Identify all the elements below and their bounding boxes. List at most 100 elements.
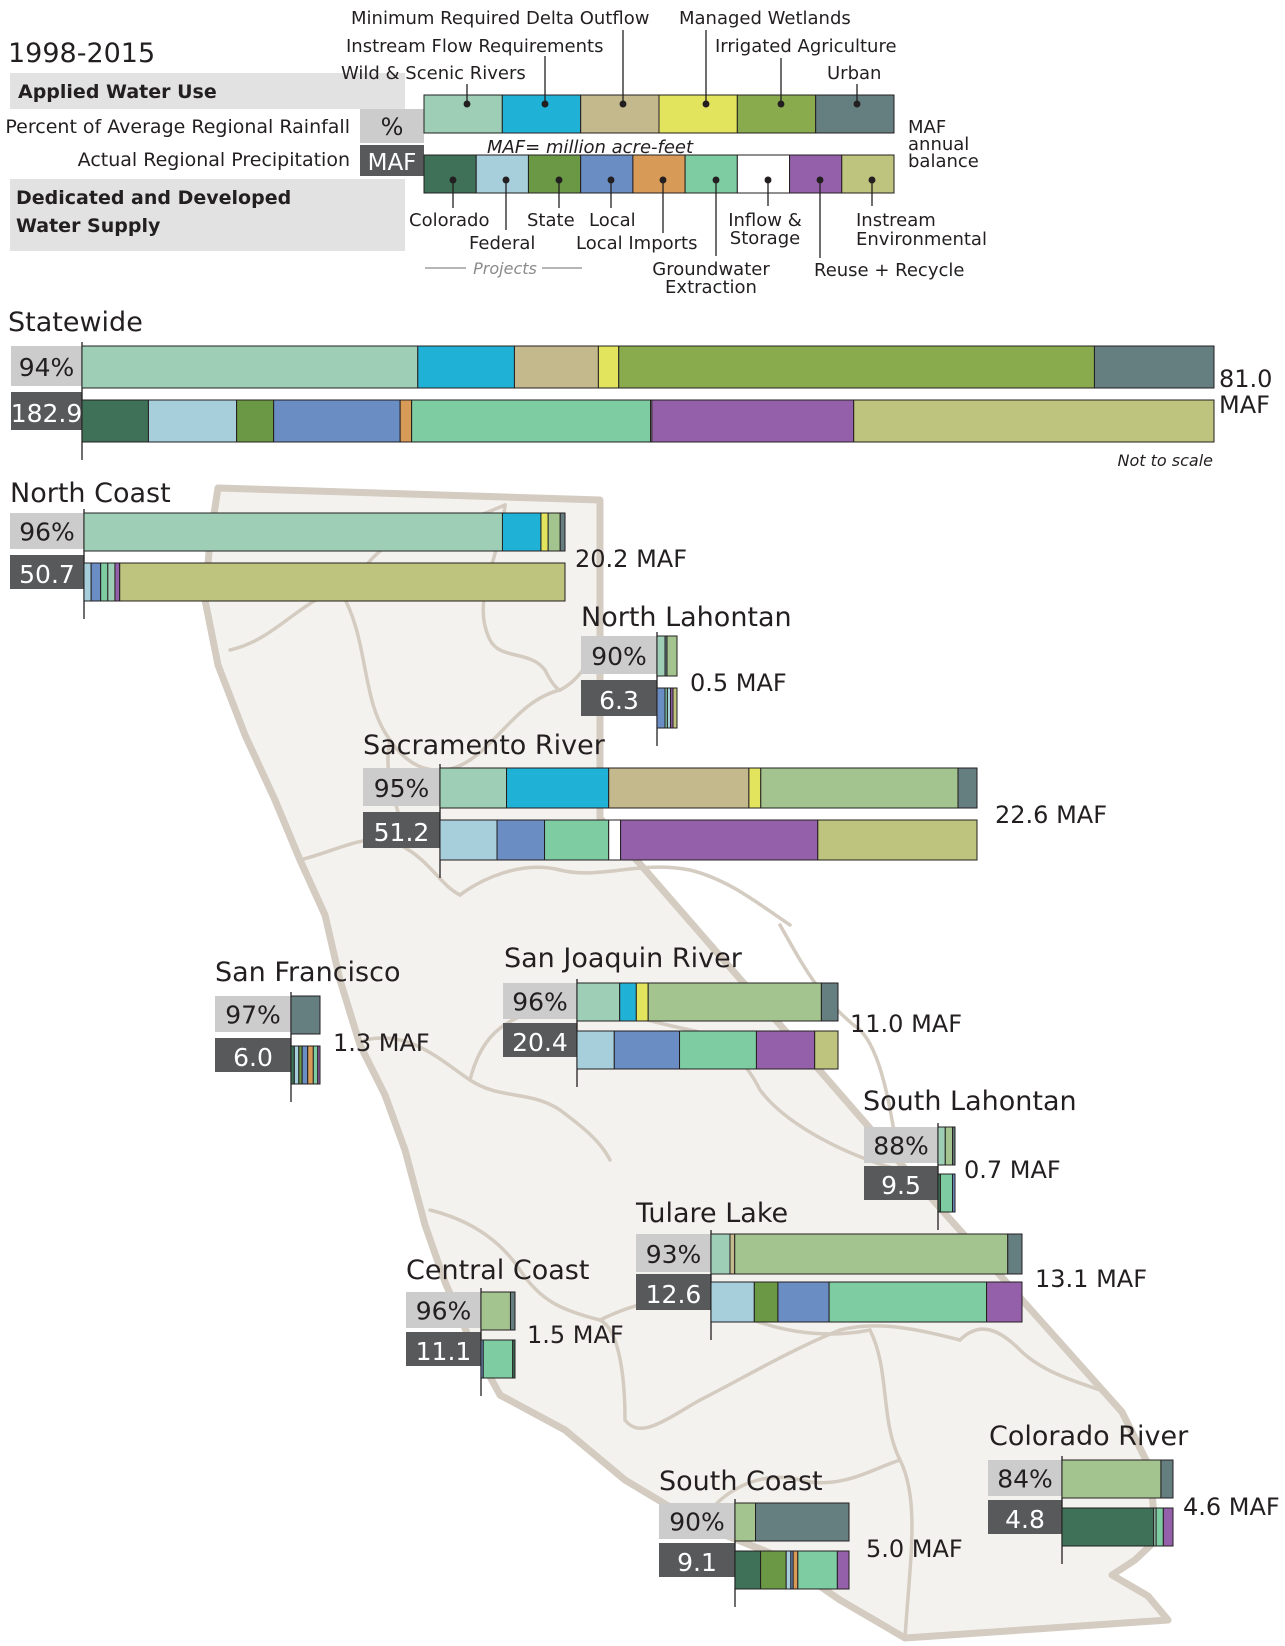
supply-segment bbox=[797, 1550, 838, 1590]
rainfall-pct-value: 96% bbox=[416, 1296, 472, 1325]
rainfall-pct-value: 88% bbox=[873, 1131, 929, 1160]
supply-segment bbox=[672, 687, 678, 729]
legend-label-instream-1: Instream bbox=[856, 210, 936, 231]
region-boundary-9 bbox=[428, 1208, 962, 1431]
use-segment bbox=[608, 767, 750, 809]
supply-segment bbox=[576, 1030, 615, 1070]
supply-label-line1: Dedicated and Developed bbox=[16, 187, 291, 209]
use-segment bbox=[748, 767, 762, 809]
rainfall-pct-value: 95% bbox=[374, 774, 430, 803]
rainfall-pct-box bbox=[988, 1460, 1062, 1496]
supply-segment bbox=[1061, 1507, 1155, 1547]
legend-supply-swatch-colorado bbox=[423, 154, 477, 194]
legend-use-swatch-instream-flow-requirements bbox=[501, 94, 582, 134]
region-boundary-2 bbox=[338, 588, 602, 773]
precip-row-label: Actual Regional Precipitation bbox=[78, 149, 350, 171]
balance-value: 0.5 MAF bbox=[690, 669, 787, 697]
use-segment bbox=[576, 982, 621, 1022]
precip-maf-box bbox=[215, 1038, 291, 1072]
supply-segment bbox=[298, 1045, 303, 1085]
supply-segment bbox=[613, 1030, 681, 1070]
use-segment bbox=[710, 1233, 731, 1275]
legend-label-irrigated-ag: Irrigated Agriculture bbox=[715, 36, 897, 57]
rainfall-pct-value: 97% bbox=[225, 1000, 281, 1029]
supply-segment bbox=[608, 819, 622, 861]
legend-supply-swatch-local bbox=[580, 154, 634, 194]
precip-maf-box bbox=[581, 680, 657, 716]
precip-maf-box bbox=[503, 1023, 577, 1057]
rainfall-pct-box bbox=[581, 636, 657, 674]
supply-segment bbox=[411, 399, 652, 443]
legend-label-managed-wetlands: Managed Wetlands bbox=[679, 8, 851, 29]
balance-value: 4.6 MAF bbox=[1183, 1493, 1280, 1521]
precip-maf-box bbox=[864, 1166, 938, 1200]
legend-use-swatch-urban bbox=[815, 94, 895, 134]
balance-unit: MAF bbox=[1219, 391, 1270, 419]
precip-maf-box bbox=[406, 1332, 481, 1366]
supply-segment bbox=[236, 399, 275, 443]
use-segment bbox=[760, 767, 959, 809]
rainfall-pct-box bbox=[215, 996, 291, 1032]
use-segment bbox=[501, 512, 542, 552]
legend-label-instream-2: Environmental bbox=[856, 229, 987, 250]
supply-segment bbox=[753, 1281, 779, 1323]
pct-box bbox=[360, 109, 424, 143]
legend-label-colorado: Colorado bbox=[409, 210, 489, 231]
use-segment bbox=[734, 1502, 757, 1542]
rainfall-pct-box bbox=[864, 1127, 938, 1163]
use-segment bbox=[547, 512, 561, 552]
supply-segment bbox=[512, 1339, 516, 1379]
use-segment bbox=[417, 345, 515, 389]
precip-maf-box bbox=[636, 1274, 711, 1310]
legend-supply-swatch-federal bbox=[475, 154, 529, 194]
precip-maf-box bbox=[363, 812, 440, 848]
balance-value: 81.0 bbox=[1219, 365, 1272, 393]
supply-segment bbox=[734, 1550, 762, 1590]
legend-label-federal: Federal bbox=[469, 233, 535, 254]
use-segment bbox=[513, 345, 599, 389]
balance-value: 1.3 MAF bbox=[333, 1029, 430, 1057]
supply-band bbox=[10, 179, 405, 251]
legend-label-inflow-2: Storage bbox=[730, 228, 800, 249]
region-boundary-14 bbox=[778, 923, 902, 1172]
balance-value: 20.2 MAF bbox=[575, 545, 687, 573]
legend-label-groundwater-1: Groundwater bbox=[652, 259, 770, 280]
legend-label-wild-scenic: Wild & Scenic Rivers bbox=[341, 63, 526, 84]
precip-maf-value: 50.7 bbox=[19, 560, 75, 589]
region-boundary-12 bbox=[958, 1327, 1102, 1392]
precip-maf-box bbox=[11, 392, 82, 430]
supply-segment bbox=[817, 819, 978, 861]
supply-segment bbox=[147, 399, 238, 443]
supply-segment bbox=[620, 819, 819, 861]
region-boundary-7 bbox=[363, 1036, 612, 1162]
legend-label-groundwater-2: Extraction bbox=[665, 277, 757, 298]
legend-supply-swatch-reuse-recycle bbox=[789, 154, 843, 194]
use-segment bbox=[1007, 1233, 1023, 1275]
legend-use-swatch-wild-scenic-rivers bbox=[423, 94, 503, 134]
rainfall-pct-box bbox=[659, 1503, 735, 1539]
balance-value: 22.6 MAF bbox=[995, 801, 1107, 829]
maf-definition: MAF= million acre-feet bbox=[487, 137, 694, 158]
balance-value: 0.7 MAF bbox=[964, 1156, 1061, 1184]
legend-supply-swatch-local-imports bbox=[632, 154, 686, 194]
supply-segment bbox=[312, 1045, 319, 1085]
use-segment bbox=[81, 345, 419, 389]
region-title: Sacramento River bbox=[363, 730, 606, 761]
rainfall-pct-box bbox=[406, 1292, 481, 1328]
use-segment bbox=[439, 767, 508, 809]
use-segment bbox=[1061, 1459, 1162, 1499]
legend-supply-swatch-inflow-storage bbox=[736, 154, 791, 194]
precip-maf-value: 20.4 bbox=[512, 1028, 568, 1057]
supply-segment bbox=[836, 1550, 850, 1590]
maf-box-label: MAF bbox=[368, 150, 417, 176]
precip-maf-value: 182.9 bbox=[11, 399, 83, 428]
supply-segment bbox=[785, 1550, 792, 1590]
use-segment bbox=[540, 512, 549, 552]
use-segment bbox=[1093, 345, 1215, 389]
